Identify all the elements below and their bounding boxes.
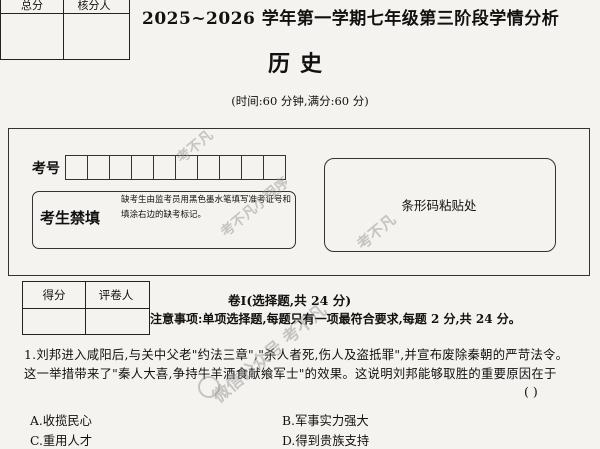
student-info-box	[8, 128, 590, 276]
score-table-checker-header: 核分人	[77, 0, 111, 12]
score-table: 总分 核分人	[0, 0, 130, 60]
forbidden-fill-box	[32, 191, 296, 249]
barcode-area	[324, 158, 556, 252]
score-table-total-header: 总分	[21, 0, 43, 12]
exam-number-cell[interactable]	[87, 155, 110, 180]
barcode-label: 条形码粘贴处	[401, 198, 477, 213]
question-1-text: 1.刘邦进入咸阳后,与关中父老"约法三章","杀人者死,伤人及盗抵罪",并宣布废…	[24, 348, 569, 381]
subject-title: 历史	[267, 51, 332, 77]
watermark-logo-icon	[198, 376, 220, 398]
exam-number-cell[interactable]	[131, 155, 154, 180]
exam-number-cell[interactable]	[241, 155, 264, 180]
option-b: B.军事实力强大	[282, 414, 369, 428]
exam-title: 2025~2026 学年第一学期七年级第三阶段学情分析	[142, 9, 560, 29]
exam-number-label: 考号	[32, 161, 60, 177]
exam-number-cell[interactable]	[263, 155, 286, 180]
grade-table-score-header: 得分	[42, 288, 66, 302]
forbidden-fill-note: 缺考生由监考员用黑色墨水笔填写准考证号和填涂右边的缺考标记。	[121, 195, 292, 220]
grade-table: 得分 评卷人	[22, 281, 150, 335]
exam-number-cell[interactable]	[153, 155, 176, 180]
forbidden-fill-label: 考生禁填	[40, 209, 101, 227]
grade-table-grader-header: 评卷人	[98, 288, 134, 302]
option-d: D.得到贵族支持	[282, 434, 370, 448]
exam-number-cell[interactable]	[65, 155, 88, 180]
option-a: A.收揽民心	[30, 414, 92, 428]
time-info: (时间:60 分钟,满分:60 分)	[231, 94, 369, 108]
exam-number-cell[interactable]	[109, 155, 132, 180]
exam-number-cell[interactable]	[197, 155, 220, 180]
section-notice: 注意事项:单项选择题,每题只有一项最符合要求,每题 2 分,共 24 分。	[150, 312, 521, 326]
question-1-answer-blank[interactable]: ( )	[524, 384, 538, 399]
exam-number-cell[interactable]	[219, 155, 242, 180]
section-title: 卷Ⅰ(选择题,共 24 分)	[228, 293, 352, 308]
option-c: C.重用人才	[30, 434, 93, 448]
exam-number-grid[interactable]	[65, 155, 286, 180]
